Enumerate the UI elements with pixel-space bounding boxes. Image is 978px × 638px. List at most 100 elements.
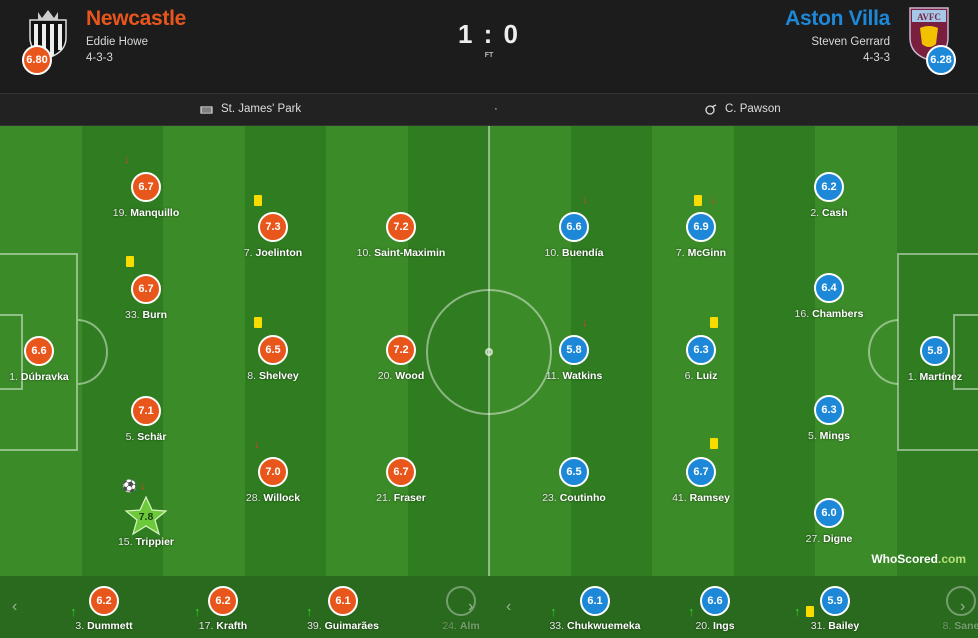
goal-ball-icon: ⚽ [122, 479, 137, 493]
player-rating: 6.2 [208, 586, 238, 616]
player-name: Martínez [919, 371, 963, 383]
player-rating: 7.2 [386, 212, 416, 242]
player-card[interactable]: 6.5 23. Coutinho [514, 457, 634, 504]
sub-off-icon: ↓ [254, 437, 260, 451]
player-number: 7. [243, 247, 253, 259]
player-rating: 5.8 [559, 335, 589, 365]
player-rating: 5.8 [920, 336, 950, 366]
player-card[interactable]: 6.7 33. Burn [86, 274, 206, 321]
yellow-card-icon [710, 438, 718, 449]
player-card[interactable]: 6.2 2. Cash [769, 172, 889, 219]
player-card[interactable]: 6.7 19. Manquillo [86, 172, 206, 219]
bench-player-card[interactable]: 6.6 20. Ings [660, 586, 770, 632]
bench-prev-arrow-icon[interactable]: ‹ [506, 598, 512, 615]
player-card[interactable]: 7.2 10. Saint-Maximin [341, 212, 461, 259]
sub-on-icon: ↑ [550, 604, 557, 619]
player-card[interactable]: 7.3 7. Joelinton [213, 212, 333, 259]
player-name: Willock [263, 492, 301, 504]
player-card-motm[interactable]: 7.8 15. Trippier [86, 496, 206, 548]
player-rating: 6.1 [328, 586, 358, 616]
player-card[interactable]: 6.6 1. Dúbravka [0, 336, 99, 383]
player-card[interactable]: 6.0 27. Digne [769, 498, 889, 545]
player-name: Bailey [828, 620, 860, 632]
pitch-stripe [163, 126, 246, 576]
center-spot [485, 348, 493, 356]
bench-player-card[interactable]: 6.2 3. Dummett [49, 586, 159, 632]
player-card[interactable]: 6.4 16. Chambers [769, 273, 889, 320]
player-name: Joelinton [255, 247, 303, 259]
player-card[interactable]: 7.0 28. Willock [213, 457, 333, 504]
player-rating: 6.7 [131, 172, 161, 202]
player-number: 23. [542, 492, 557, 504]
player-number: 5. [125, 431, 135, 443]
player-card[interactable]: 5.8 11. Watkins [514, 335, 634, 382]
player-rating: 6.6 [700, 586, 730, 616]
info-separator: · [494, 103, 498, 115]
venue-name: St. James' Park [221, 103, 302, 115]
player-rating: 6.0 [814, 498, 844, 528]
bench-player-card[interactable]: 6.1 39. Guimarães [288, 586, 398, 632]
player-number: 31. [810, 620, 826, 632]
player-card[interactable]: 6.6 10. Buendía [514, 212, 634, 259]
yellow-card-icon [254, 195, 262, 206]
home-team-rating: 6.80 [22, 45, 52, 75]
player-rating: 7.3 [258, 212, 288, 242]
player-number: 8. [942, 620, 952, 632]
player-name: Fraser [393, 492, 426, 504]
player-card[interactable]: 6.7 41. Ramsey [641, 457, 761, 504]
sub-on-icon: ↑ [688, 604, 695, 619]
player-card[interactable]: 6.5 8. Shelvey [213, 335, 333, 382]
player-card[interactable]: 6.3 5. Mings [769, 395, 889, 442]
player-name: Mings [819, 430, 851, 442]
player-rating: 7.2 [386, 335, 416, 365]
player-number: 20. [695, 620, 711, 632]
whoscored-logo[interactable]: WhoScored.com [871, 552, 966, 566]
referee-name: C. Pawson [725, 103, 781, 115]
player-name: Wood [395, 370, 425, 382]
bench-player-card[interactable]: 5.9 31. Bailey [780, 586, 890, 632]
player-card[interactable]: 7.2 20. Wood [341, 335, 461, 382]
player-card[interactable]: 6.9 7. McGinn [641, 212, 761, 259]
player-number: 7. [675, 247, 685, 259]
bench-player-card[interactable]: 6.2 17. Krafth [168, 586, 278, 632]
away-penalty-area [897, 253, 978, 451]
home-team-name[interactable]: Newcastle [86, 7, 187, 30]
player-name: Watkins [562, 370, 603, 382]
pitch: 6.7 19. Manquillo 6.7 33. Burn 6.6 1. Dú… [0, 126, 978, 576]
player-card[interactable]: 6.3 6. Luiz [641, 335, 761, 382]
home-manager: Eddie Howe [86, 36, 149, 48]
player-card[interactable]: 6.7 21. Fraser [341, 457, 461, 504]
player-name: Burn [142, 309, 168, 321]
match-score: 1 : 0 [457, 19, 521, 49]
bench-player-card[interactable]: 24. Alm [406, 586, 516, 632]
bench-player-card[interactable]: 8. Sane [906, 586, 978, 632]
substitutes-bench: ‹ › ‹ › 6.2 3. Dummett 6.2 17. Krafth 6.… [0, 576, 978, 638]
player-number: 39. [307, 620, 322, 632]
bench-player-card[interactable]: 6.1 33. Chukwuemeka [540, 586, 650, 632]
player-name: Trippier [135, 536, 175, 548]
away-formation: 4-3-3 [863, 52, 890, 64]
bench-prev-arrow-icon[interactable]: ‹ [12, 598, 18, 615]
player-card[interactable]: 7.1 5. Schär [86, 396, 206, 443]
player-name: Ramsey [689, 492, 730, 504]
crest-lettering: AVFC [917, 12, 941, 22]
player-number: 8. [247, 370, 257, 382]
player-number: 27. [805, 533, 821, 545]
player-rating: 6.3 [686, 335, 716, 365]
player-number: 3. [75, 620, 85, 632]
home-formation: 4-3-3 [86, 52, 113, 64]
player-number: 6. [684, 370, 694, 382]
away-team-name[interactable]: Aston Villa [785, 7, 890, 30]
player-name: Manquillo [130, 207, 180, 219]
referee-item: C. Pawson [705, 103, 781, 115]
player-number: 16. [794, 308, 810, 320]
man-of-the-match-star-icon: 7.8 [124, 496, 168, 536]
away-manager: Steven Gerrard [811, 36, 890, 48]
player-rating: 6.7 [131, 274, 161, 304]
player-rating [946, 586, 976, 616]
player-name: Dúbravka [20, 371, 69, 383]
match-status: FT [484, 52, 494, 59]
sub-off-icon: ↓ [140, 478, 146, 492]
player-name: Chambers [812, 308, 864, 320]
player-card[interactable]: 5.8 1. Martínez [875, 336, 978, 383]
